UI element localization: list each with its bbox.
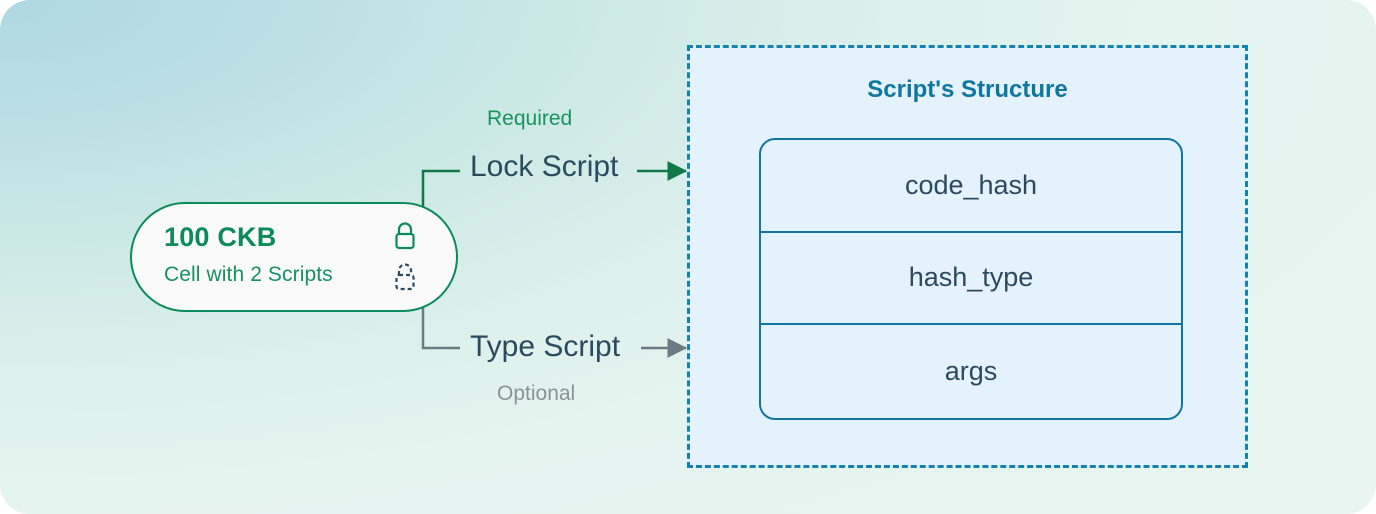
cell-card[interactable]: 100 CKB Cell with 2 Scripts: [130, 202, 458, 312]
type-script-label: Type Script: [470, 330, 621, 363]
field-row: hash_type: [761, 233, 1181, 326]
required-note: Required: [487, 107, 573, 130]
cell-subtitle: Cell with 2 Scripts: [164, 263, 333, 286]
field-row: code_hash: [761, 140, 1181, 233]
field-row: args: [944, 356, 998, 387]
script-structure-title: Script's Structure: [867, 76, 1068, 103]
cell-amount: 100 CKB: [164, 222, 277, 252]
optional-note: Optional: [497, 382, 576, 405]
dashed-lock-icon: [390, 261, 420, 300]
script-fields-table: code_hash hash_type args: [759, 138, 1183, 420]
lock-icon: [390, 220, 420, 259]
lock-script-label: Lock Script: [470, 150, 619, 183]
script-structure-panel: Script's Structure code_hash hash_type a…: [687, 45, 1248, 468]
